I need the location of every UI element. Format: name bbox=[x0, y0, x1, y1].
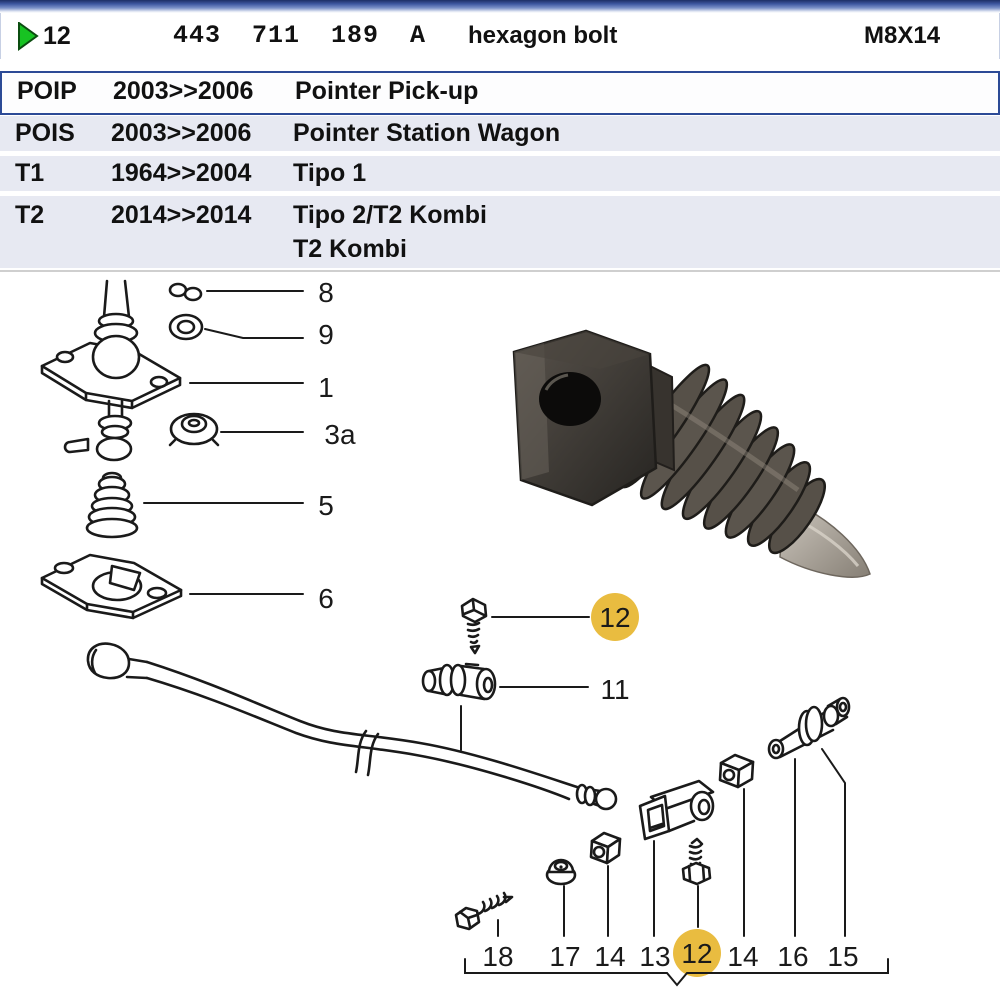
model-code: POIS bbox=[15, 119, 75, 147]
table-bottom-separator bbox=[0, 270, 1000, 272]
part-description: hexagon bolt bbox=[468, 22, 618, 49]
model-years: 2003>>2006 bbox=[111, 119, 252, 147]
callout-12-lower[interactable]: 12 bbox=[681, 938, 712, 969]
callout-18[interactable]: 18 bbox=[482, 941, 513, 972]
selected-part-arrow-icon bbox=[18, 22, 39, 51]
model-row-t2[interactable]: T2 2014>>2014 Tipo 2/T2 Kombi T2 Kombi bbox=[0, 196, 1000, 268]
part-6-cover-plate bbox=[40, 553, 183, 620]
model-years: 2014>>2014 bbox=[111, 201, 252, 229]
model-code: T1 bbox=[15, 159, 45, 187]
part-14-bushing-left bbox=[589, 831, 622, 865]
model-row-poip[interactable]: POIP 2003>>2006 Pointer Pick-up bbox=[0, 71, 1000, 115]
callout-14-right[interactable]: 14 bbox=[727, 941, 758, 972]
model-name: Tipo 1 bbox=[293, 159, 367, 187]
callout-16[interactable]: 16 bbox=[777, 941, 808, 972]
callout-11[interactable]: 11 bbox=[600, 674, 629, 705]
callout-3a[interactable]: 3a bbox=[324, 419, 356, 450]
callout-5[interactable]: 5 bbox=[318, 490, 334, 521]
window-top-gradient-bar bbox=[0, 0, 1000, 13]
model-name-2: T2 Kombi bbox=[293, 235, 407, 263]
part-position: 12 bbox=[43, 22, 71, 50]
selected-part-row[interactable]: 12 443 711 189 A hexagon bolt M8X14 bbox=[0, 13, 1000, 59]
callout-6[interactable]: 6 bbox=[318, 583, 334, 614]
callout-17[interactable]: 17 bbox=[549, 941, 580, 972]
model-years: 2003>>2006 bbox=[113, 77, 254, 105]
part-1-shift-lever bbox=[40, 279, 182, 462]
callout-13[interactable]: 13 bbox=[639, 941, 670, 972]
callout-15[interactable]: 15 bbox=[827, 941, 858, 972]
highlight-circle-12-lower[interactable] bbox=[673, 929, 721, 977]
model-code: T2 bbox=[15, 201, 45, 229]
part-11-coupling bbox=[421, 662, 497, 701]
model-years: 1964>>2004 bbox=[111, 159, 252, 187]
part-13-coupler bbox=[638, 779, 715, 841]
part-9-washer bbox=[168, 313, 204, 341]
part-number: 443 711 189 A bbox=[173, 21, 427, 50]
part-dimension: M8X14 bbox=[864, 22, 941, 49]
callout-8[interactable]: 8 bbox=[318, 277, 334, 308]
model-name: Pointer Station Wagon bbox=[293, 119, 561, 147]
part-3a-cap bbox=[168, 412, 220, 447]
model-name: Pointer Pick-up bbox=[295, 77, 479, 105]
part-17-grommet bbox=[545, 858, 577, 886]
part-18-screw bbox=[454, 891, 514, 931]
model-row-t1[interactable]: T1 1964>>2004 Tipo 1 bbox=[0, 156, 1000, 191]
part-15-shaft bbox=[767, 696, 851, 760]
callout-9[interactable]: 9 bbox=[318, 319, 334, 350]
leader-15 bbox=[821, 748, 846, 937]
callout-12-upper[interactable]: 12 bbox=[599, 602, 630, 633]
model-code: POIP bbox=[17, 77, 77, 105]
part-12-bolt-upper bbox=[460, 597, 488, 655]
highlight-circle-12-upper[interactable] bbox=[591, 593, 639, 641]
model-name: Tipo 2/T2 Kombi bbox=[293, 201, 487, 229]
exploded-diagram: 8 9 1 3a 5 6 12 11 bbox=[40, 277, 889, 987]
model-row-pois[interactable]: POIS 2003>>2006 Pointer Station Wagon bbox=[0, 116, 1000, 151]
callout-14-left[interactable]: 14 bbox=[594, 941, 625, 972]
shift-rod bbox=[86, 642, 618, 811]
callout-1[interactable]: 1 bbox=[318, 372, 334, 403]
part-photo-hexagon-bolt bbox=[512, 329, 871, 578]
leader-9 bbox=[204, 328, 304, 339]
group-bracket bbox=[464, 958, 889, 987]
part-5-boot bbox=[85, 471, 139, 539]
part-12-bolt-lower bbox=[681, 837, 712, 886]
part-14-bushing-right bbox=[718, 753, 755, 789]
part-8-clip bbox=[168, 282, 203, 302]
